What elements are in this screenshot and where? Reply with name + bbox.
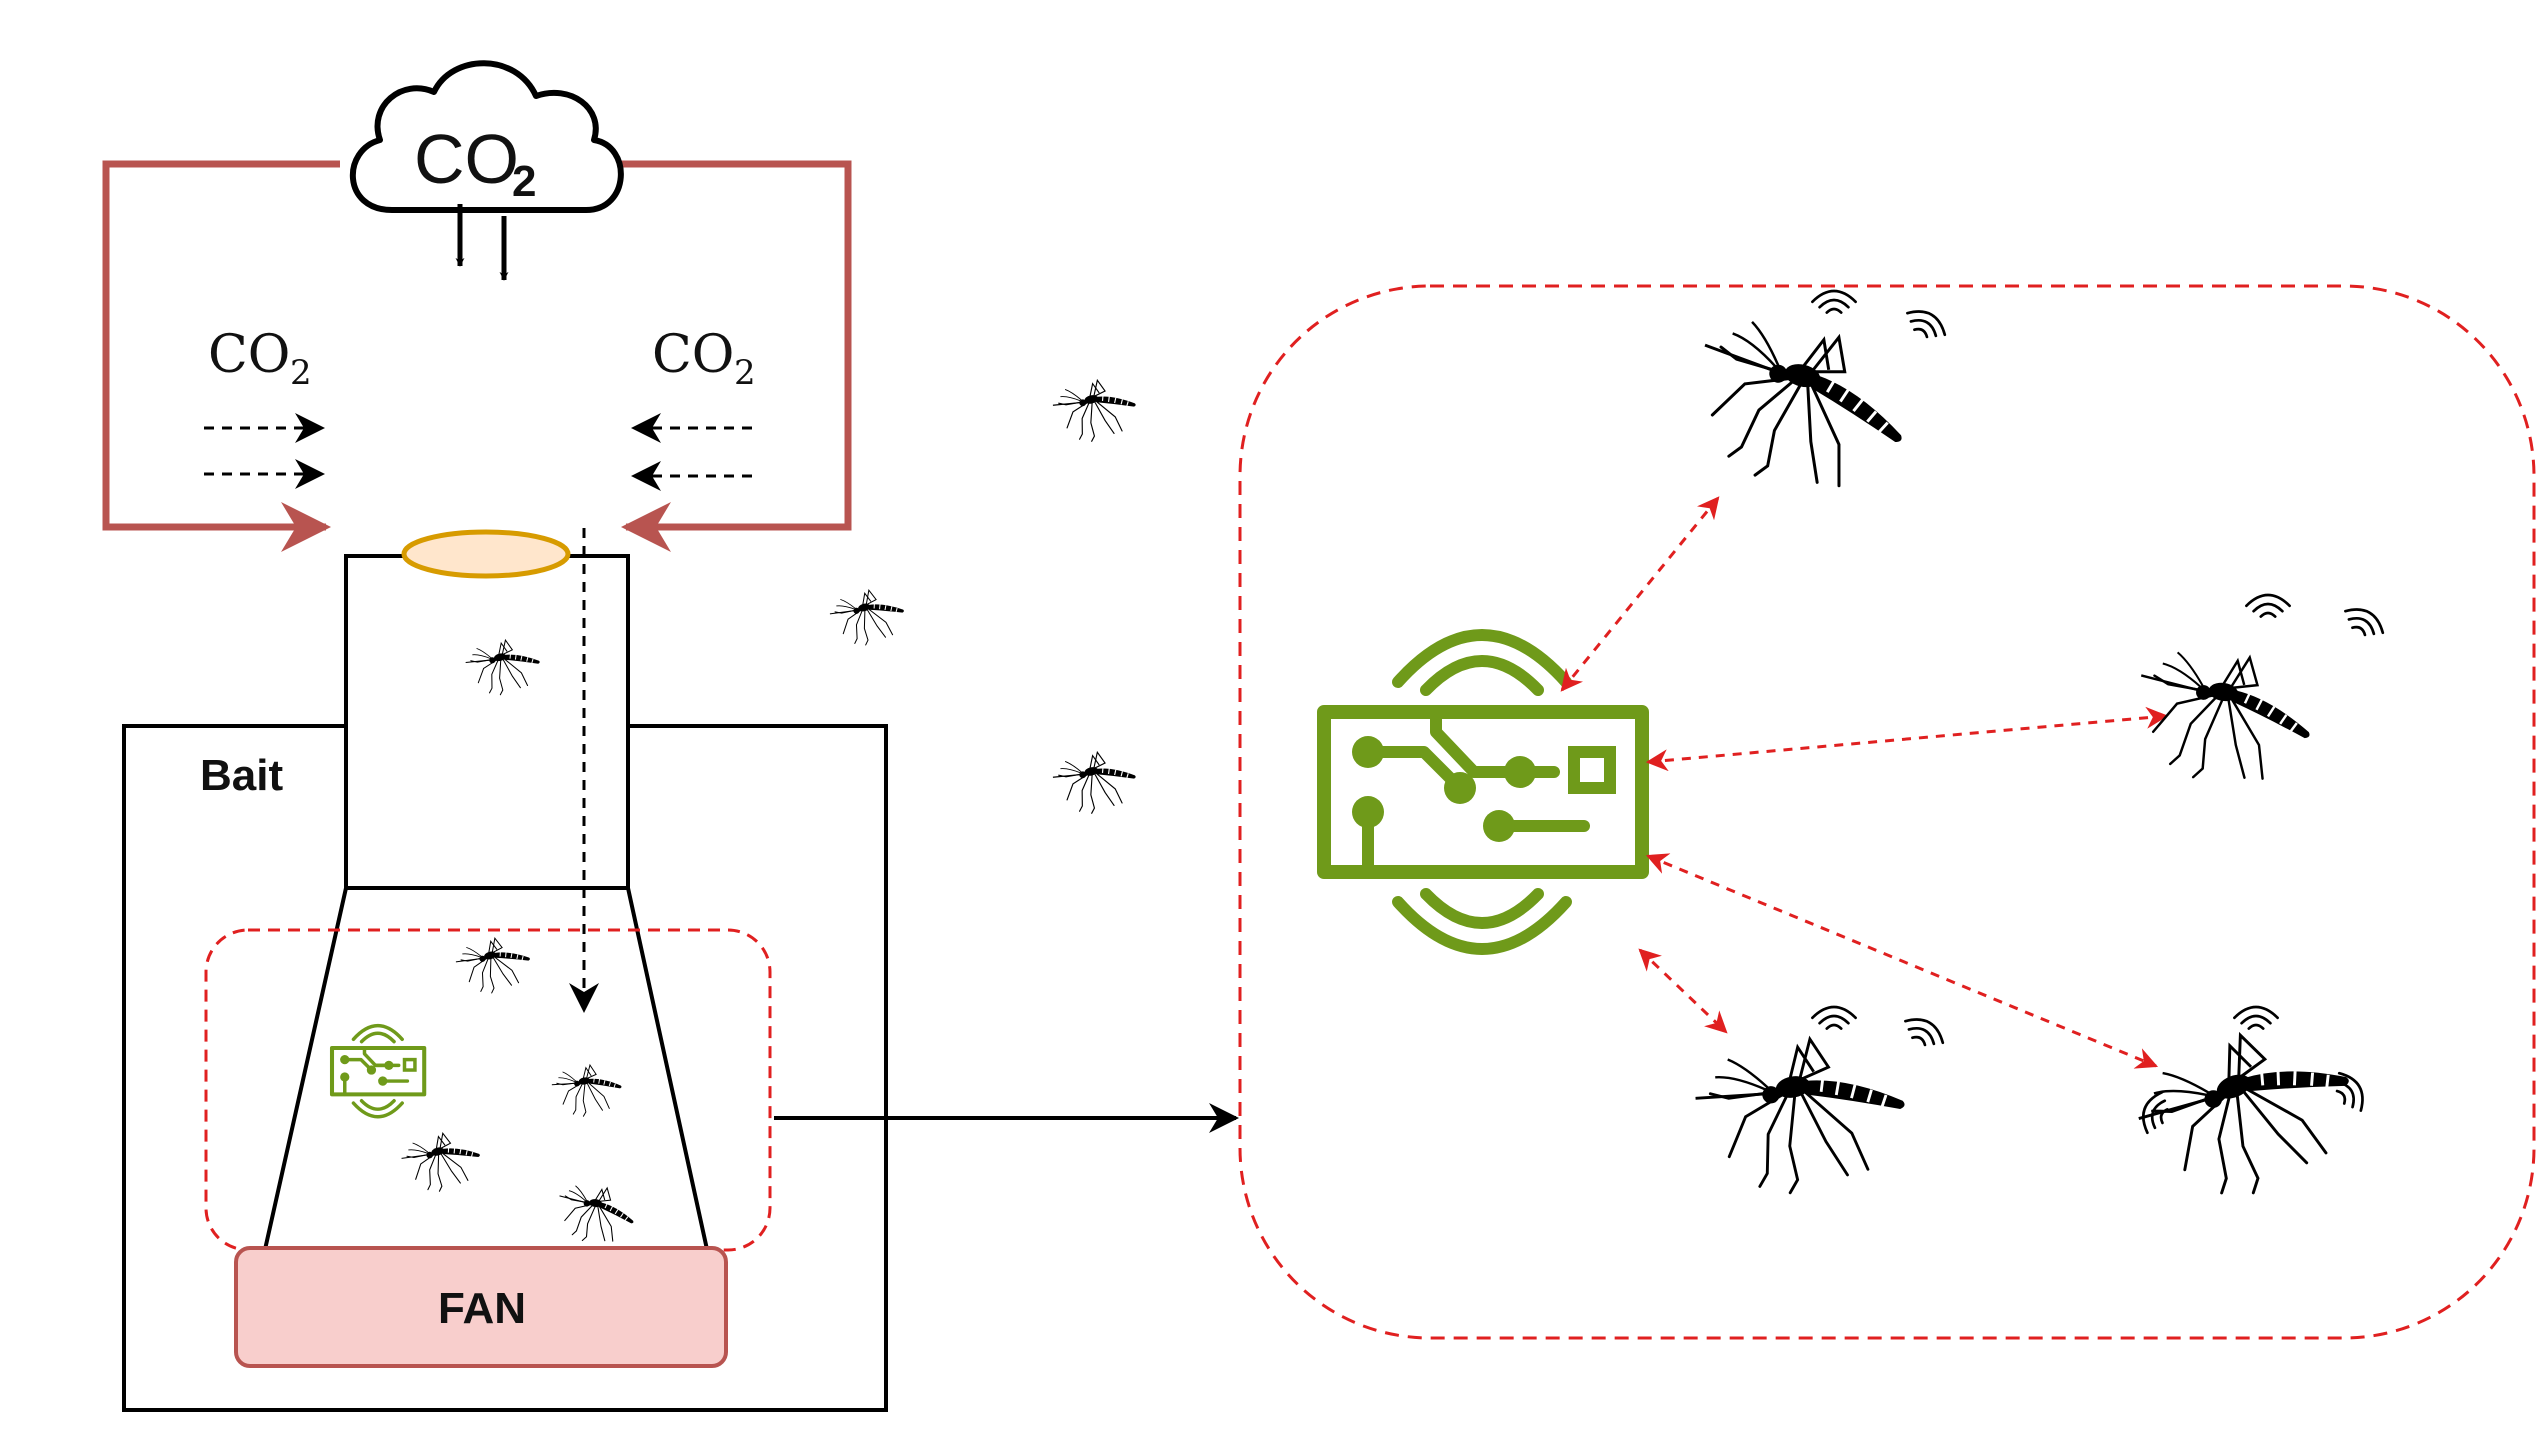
wireless-signal-icon	[2245, 593, 2291, 618]
flying-mosquito-1-icon	[1049, 372, 1142, 449]
wireless-signal-icon	[2233, 1005, 2279, 1030]
communication-zone-boundary	[1238, 284, 2536, 1340]
wireless-signal-icon	[2328, 1066, 2372, 1118]
flying-mosquito-2-icon	[826, 582, 911, 653]
fan-label: FAN	[438, 1284, 526, 1333]
co2-cloud-icon: CO 2	[349, 60, 624, 281]
link-mosquito-bottom-right	[1645, 853, 2159, 1069]
link-mosquito-right	[1645, 706, 2169, 772]
wireless-signal-icon	[1900, 302, 1952, 346]
cloud-co2-text: CO	[414, 120, 519, 198]
wireless-signal-icon	[1811, 289, 1857, 314]
fan-block: FAN	[234, 1246, 728, 1368]
trap-lid	[401, 529, 571, 579]
wireless-signal-icon	[1898, 1010, 1950, 1054]
co2-left-subscript: 2	[290, 353, 312, 393]
cloud-co2-subscript: 2	[512, 157, 536, 206]
central-circuit-board-icon	[1324, 635, 1642, 949]
link-mosquito-bottom-left	[1638, 948, 1728, 1034]
co2-right-label: CO	[652, 325, 734, 385]
link-mosquito-top	[1560, 496, 1720, 692]
co2-right-subscript: 2	[734, 353, 756, 393]
co2-return-pipe	[102, 160, 852, 552]
bait-label: Bait	[200, 751, 283, 800]
tagged-mosquito-top-icon	[1675, 304, 1924, 509]
tagged-mosquito-bottom-left-icon	[1687, 1023, 1918, 1208]
co2-inflow-right: CO 2	[631, 325, 756, 491]
co2-inflow-left: CO 2	[204, 325, 325, 489]
flying-mosquito-3-icon	[1049, 744, 1142, 821]
co2-left-label: CO	[208, 325, 290, 385]
wireless-signal-icon	[1811, 1005, 1857, 1030]
wireless-signal-icon	[2338, 600, 2390, 644]
communication-links	[1560, 496, 2169, 1069]
trap-funnel	[261, 554, 711, 1256]
bait-box: Bait	[122, 724, 888, 1412]
